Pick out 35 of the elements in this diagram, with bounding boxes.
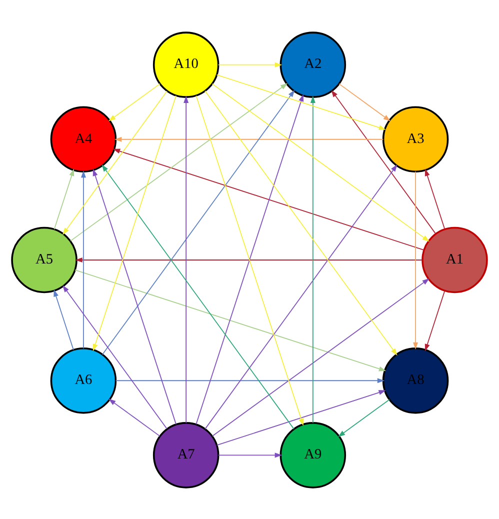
arrow (212, 82, 430, 242)
arrow (92, 168, 176, 424)
arrow (424, 168, 446, 230)
arrow (102, 164, 294, 430)
arrow (216, 390, 386, 446)
node-circle: A7 (152, 422, 220, 488)
arrow (212, 278, 430, 436)
arrow (218, 62, 282, 67)
arrow (424, 290, 446, 351)
arrow (62, 90, 168, 234)
arrow (216, 74, 386, 130)
arrow (108, 82, 160, 121)
node-circle: A10 (152, 31, 220, 98)
arrow (80, 170, 86, 348)
arrow (338, 82, 391, 121)
arrow (338, 398, 390, 436)
arrow (54, 168, 74, 230)
arrow (114, 136, 384, 142)
arrow (92, 94, 176, 351)
arrow (413, 170, 418, 349)
arrow (112, 148, 424, 250)
arrow (218, 452, 282, 458)
arrow (102, 89, 295, 354)
arrow (108, 398, 160, 436)
arrow (62, 284, 168, 429)
arrow (184, 95, 189, 423)
arrow (75, 256, 423, 262)
arrow (70, 82, 288, 241)
arrow (74, 269, 386, 371)
arrow (54, 288, 74, 350)
arrow (331, 89, 436, 234)
arrow (204, 164, 398, 430)
arrow (310, 95, 316, 423)
arrow (115, 378, 385, 383)
arrow (204, 90, 398, 356)
